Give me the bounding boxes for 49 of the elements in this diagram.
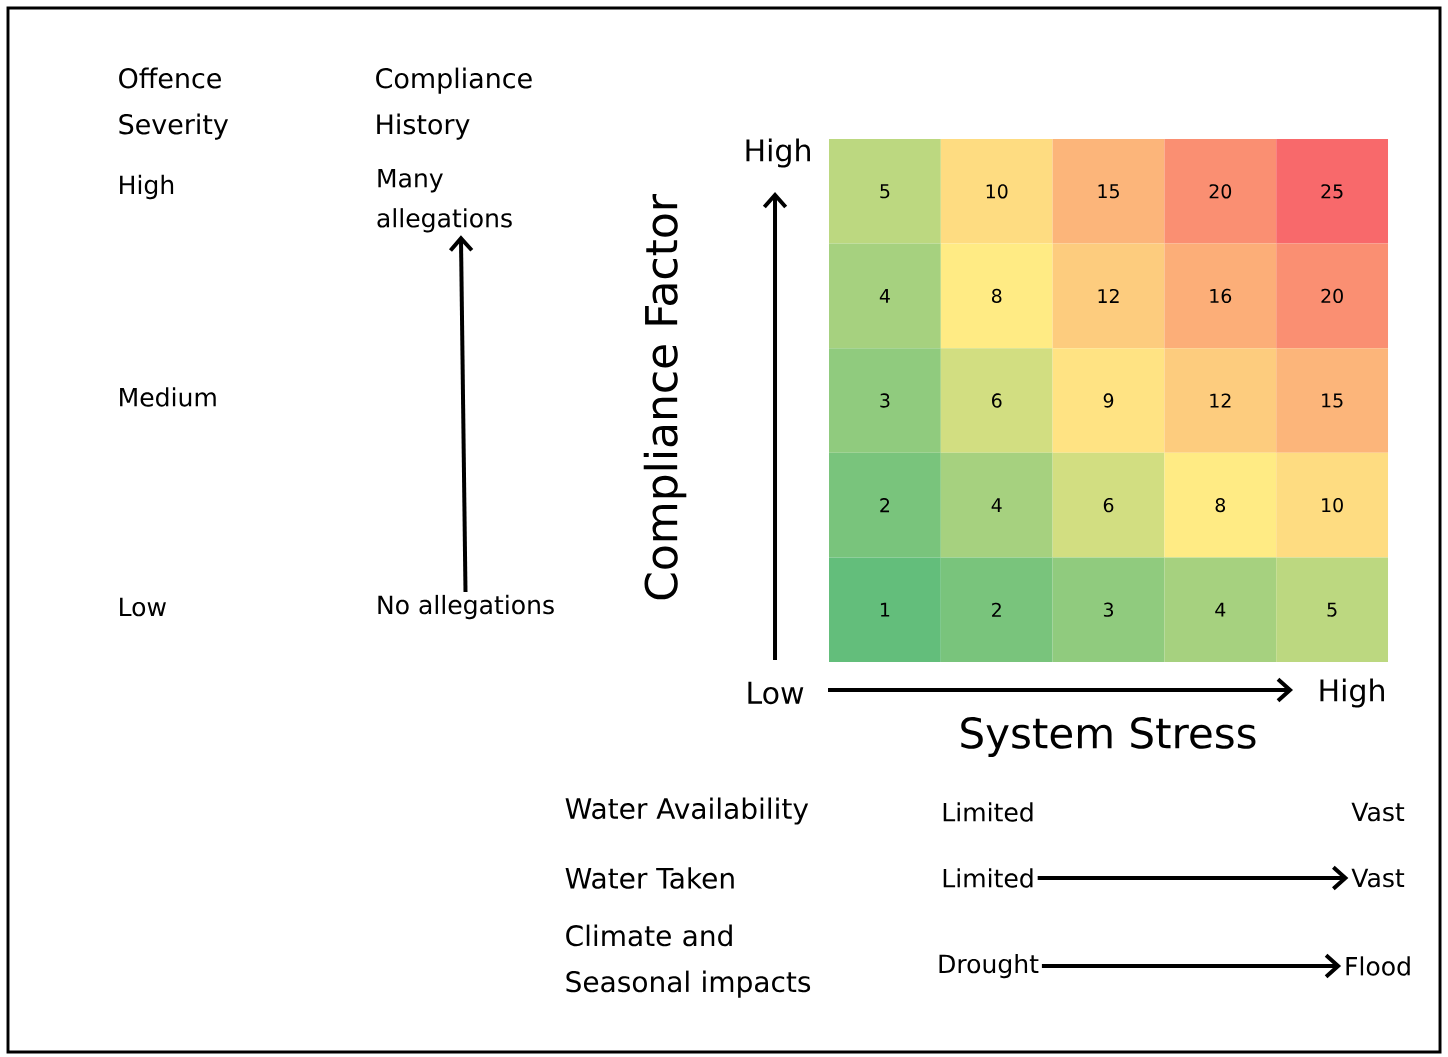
arrow xyxy=(1037,865,1349,891)
heatmap-cell: 1 xyxy=(829,557,941,662)
heatmap-cell: 6 xyxy=(940,348,1053,453)
scale-label: Drought xyxy=(939,953,1039,979)
factor-label: Climate and Seasonal impacts xyxy=(566,924,811,998)
heatmap-cell: 10 xyxy=(1276,452,1388,558)
scale-label: Limited xyxy=(943,802,1033,822)
heatmap-cell: 20 xyxy=(1276,243,1388,349)
axis-label: High xyxy=(1320,678,1384,708)
factor-label: Water Availability xyxy=(565,797,809,825)
heatmap-cell: 16 xyxy=(1164,243,1277,349)
heatmap-cell: 10 xyxy=(940,139,1053,244)
heatmap-cell: 2 xyxy=(940,557,1053,662)
scale-label: Limited xyxy=(943,868,1033,888)
heatmap-cell: 6 xyxy=(1052,452,1165,558)
arrow xyxy=(1041,953,1342,979)
heatmap-cell: 20 xyxy=(1164,139,1277,244)
heatmap-cell: 25 xyxy=(1276,139,1388,244)
heatmap-cell: 2 xyxy=(829,452,941,558)
axis-title: Compliance Factor xyxy=(643,194,687,600)
heatmap-cell: 4 xyxy=(940,452,1053,558)
scale-label: Many allegations xyxy=(377,168,512,233)
scale-label: Flood xyxy=(1346,956,1410,976)
heatmap-cell: 12 xyxy=(1164,348,1277,453)
heatmap-cell: 3 xyxy=(1052,557,1165,662)
heatmap-cell: 9 xyxy=(1052,348,1165,453)
severity-label: Medium xyxy=(120,387,216,407)
heatmap-cell: 5 xyxy=(1276,557,1388,662)
axis-title: System Stress xyxy=(961,717,1256,757)
heatmap-cell: 15 xyxy=(1276,348,1388,453)
heatmap-cell: 8 xyxy=(940,243,1053,349)
arrow xyxy=(448,235,474,592)
scale-label: Vast xyxy=(1351,868,1405,888)
heatmap-cell: 8 xyxy=(1164,452,1277,558)
heatmap-cell: 4 xyxy=(1164,557,1277,662)
axis-label: Low xyxy=(748,681,804,705)
scale-label: No allegations xyxy=(378,594,554,620)
axis-label: High xyxy=(746,138,810,168)
factor-label: Water Taken xyxy=(565,867,734,889)
heatmap-cell: 12 xyxy=(1052,243,1165,349)
column-heading: Offence Severity xyxy=(119,67,229,140)
scale-label: Vast xyxy=(1351,802,1405,822)
heatmap-cell: 4 xyxy=(829,243,941,349)
column-heading: Compliance History xyxy=(376,67,532,140)
severity-label: High xyxy=(120,174,174,200)
heatmap-cell: 5 xyxy=(829,139,941,244)
severity-label: Low xyxy=(120,597,166,617)
heatmap-cell: 3 xyxy=(829,348,941,453)
heatmap-cell: 15 xyxy=(1052,139,1165,244)
